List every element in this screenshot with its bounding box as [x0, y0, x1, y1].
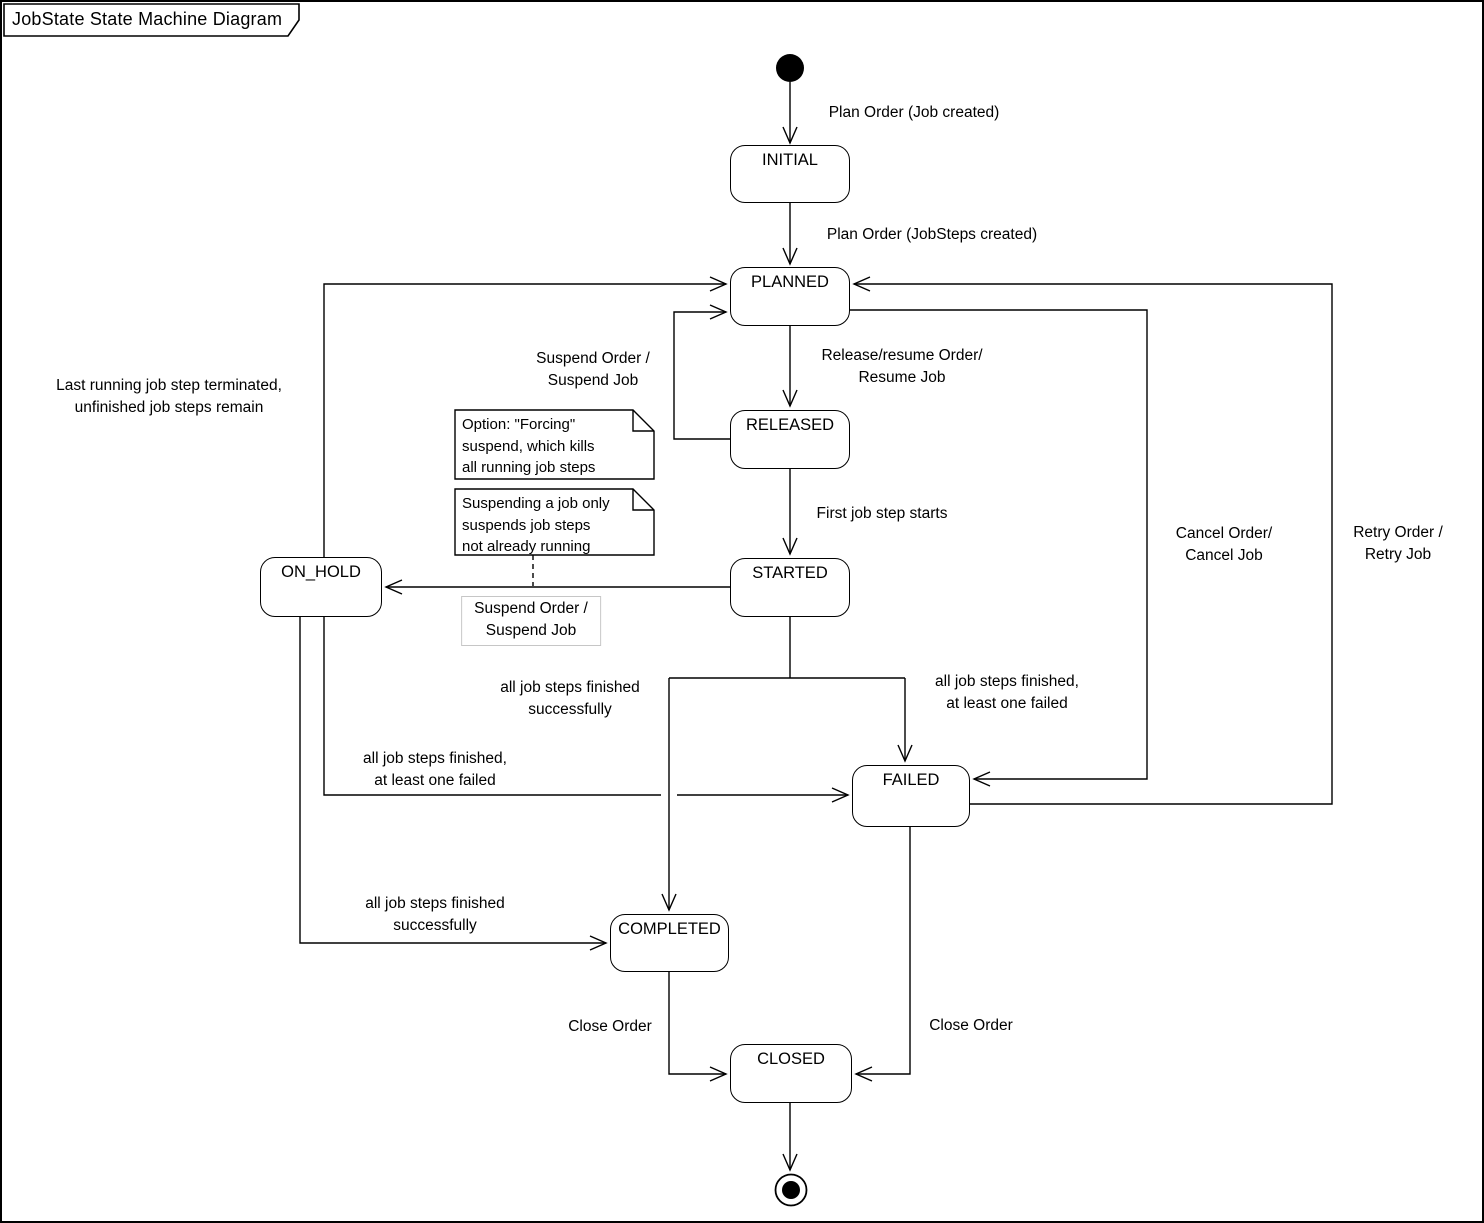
- transition-released-to-planned-suspend: [673, 304, 730, 440]
- state-initial-label: INITIAL: [762, 151, 818, 169]
- transition-onhold-to-planned: [323, 276, 728, 557]
- label-line: Retry Order /: [1353, 524, 1443, 541]
- note-line: suspends job steps: [462, 516, 591, 534]
- label-suspend-to-planned: Suspend Order / Suspend Job: [536, 348, 650, 392]
- label-line: Suspend Job: [547, 372, 639, 389]
- note-line: all running job steps: [462, 459, 596, 476]
- state-planned: PLANNED: [730, 267, 850, 326]
- initial-pseudostate-icon: [776, 54, 804, 82]
- label-started-failed: all job steps finished, at least one fai…: [935, 671, 1079, 715]
- state-failed-label: FAILED: [882, 771, 940, 789]
- final-state-icon: [774, 1173, 808, 1207]
- label-close-from-failed: Close Order: [929, 1015, 1013, 1037]
- state-closed-label: CLOSED: [757, 1050, 825, 1068]
- state-on-hold: ON_HOLD: [260, 557, 382, 617]
- label-line: Suspend Job: [485, 622, 577, 639]
- transition-completed-to-closed: [668, 972, 728, 1082]
- label-line: Close Order: [929, 1017, 1013, 1034]
- label-plan-order-job: Plan Order (Job created): [829, 102, 1000, 124]
- state-closed: CLOSED: [730, 1044, 852, 1103]
- label-line: Plan Order (JobSteps created): [826, 226, 1038, 243]
- state-started: STARTED: [730, 558, 850, 617]
- label-started-success: all job steps finished successfully: [500, 677, 640, 721]
- label-line: successfully: [393, 917, 477, 934]
- label-last-step-terminated: Last running job step terminated, unfini…: [56, 375, 282, 419]
- transition-failed-to-closed: [854, 827, 911, 1082]
- transition-planned-to-failed-cancel: [850, 309, 1148, 787]
- label-line: at least one failed: [374, 772, 496, 789]
- label-line: Cancel Order/: [1175, 525, 1273, 542]
- label-line: all job steps finished,: [363, 750, 507, 767]
- label-line: First job step starts: [816, 505, 948, 522]
- label-line: all job steps finished: [365, 895, 505, 912]
- state-completed: COMPLETED: [610, 914, 729, 972]
- transition-onhold-to-failed: [323, 617, 848, 795]
- label-release-resume: Release/resume Order/ Resume Job: [821, 345, 982, 389]
- state-on-hold-label: ON_HOLD: [281, 563, 361, 581]
- note-line: suspend, which kills: [462, 437, 595, 455]
- note-forcing-shape: [454, 409, 655, 480]
- state-released-label: RELEASED: [745, 416, 835, 434]
- label-line: Retry Job: [1364, 546, 1432, 563]
- transition-failed-to-planned-retry: [852, 276, 1333, 805]
- label-cancel: Cancel Order/ Cancel Job: [1176, 523, 1272, 567]
- label-line: successfully: [528, 701, 612, 718]
- diagram-title: JobState State Machine Diagram: [12, 9, 283, 29]
- state-started-label: STARTED: [752, 564, 828, 582]
- frame-title-tab: [3, 3, 300, 37]
- transition-onhold-to-completed: [299, 617, 608, 951]
- label-suspend-to-onhold: Suspend Order / Suspend Job: [461, 596, 601, 646]
- note-suspending-shape: [454, 488, 655, 556]
- label-line: all job steps finished: [500, 679, 640, 696]
- state-planned-label: PLANNED: [751, 273, 829, 291]
- label-close-from-completed: Close Order: [568, 1016, 652, 1038]
- note-line: Option: "Forcing": [462, 416, 576, 433]
- note-forcing: Option: "Forcing" suspend, which kills a…: [462, 414, 595, 479]
- label-line: Suspend Order /: [474, 600, 588, 617]
- label-line: Last running job step terminated,: [56, 377, 282, 394]
- label-line: all job steps finished,: [935, 673, 1079, 690]
- label-line: Suspend Order /: [536, 350, 650, 367]
- state-released: RELEASED: [730, 410, 850, 469]
- label-onhold-failed: all job steps finished, at least one fai…: [363, 748, 507, 792]
- transition-started-split: [661, 617, 913, 912]
- label-line: Cancel Job: [1185, 547, 1263, 564]
- label-line: Resume Job: [858, 369, 946, 386]
- note-line: not already running: [462, 538, 591, 555]
- label-retry: Retry Order / Retry Job: [1353, 522, 1443, 566]
- note-suspending: Suspending a job only suspends job steps…: [462, 493, 610, 558]
- state-initial: INITIAL: [730, 145, 850, 203]
- note-line: Suspending a job only: [462, 495, 610, 512]
- label-line: Release/resume Order/: [821, 347, 983, 364]
- label-plan-order-jobsteps: Plan Order (JobSteps created): [827, 224, 1037, 246]
- label-line: Close Order: [568, 1018, 652, 1035]
- label-line: at least one failed: [946, 695, 1068, 712]
- state-completed-label: COMPLETED: [618, 920, 721, 938]
- label-onhold-success: all job steps finished successfully: [365, 893, 505, 937]
- label-first-job-step: First job step starts: [817, 503, 948, 525]
- state-failed: FAILED: [852, 765, 970, 827]
- label-line: unfinished job steps remain: [74, 399, 264, 416]
- label-line: Plan Order (Job created): [828, 104, 1000, 121]
